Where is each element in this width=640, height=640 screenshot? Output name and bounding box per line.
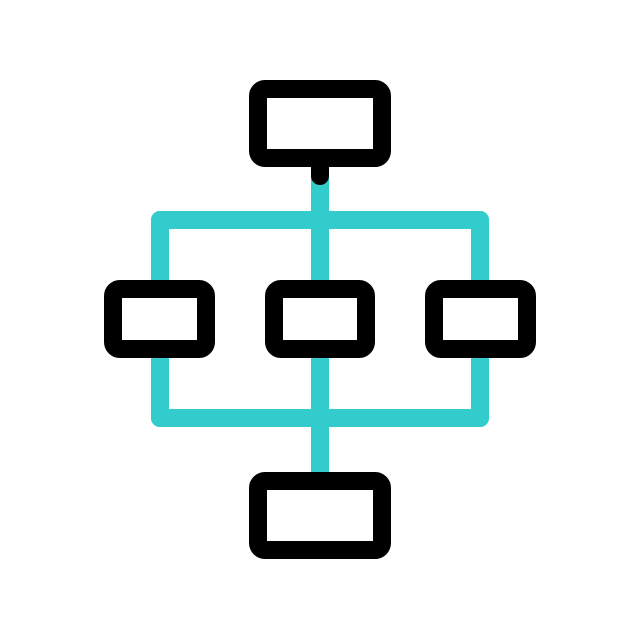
node-top [249,80,391,167]
node-group [104,80,536,559]
node-top-stub-neck [311,158,329,176]
node-middle-center [265,280,375,358]
node-bottom [249,472,391,559]
connector-group [151,151,489,487]
node-middle-left [104,280,215,358]
node-middle-right [425,280,536,358]
